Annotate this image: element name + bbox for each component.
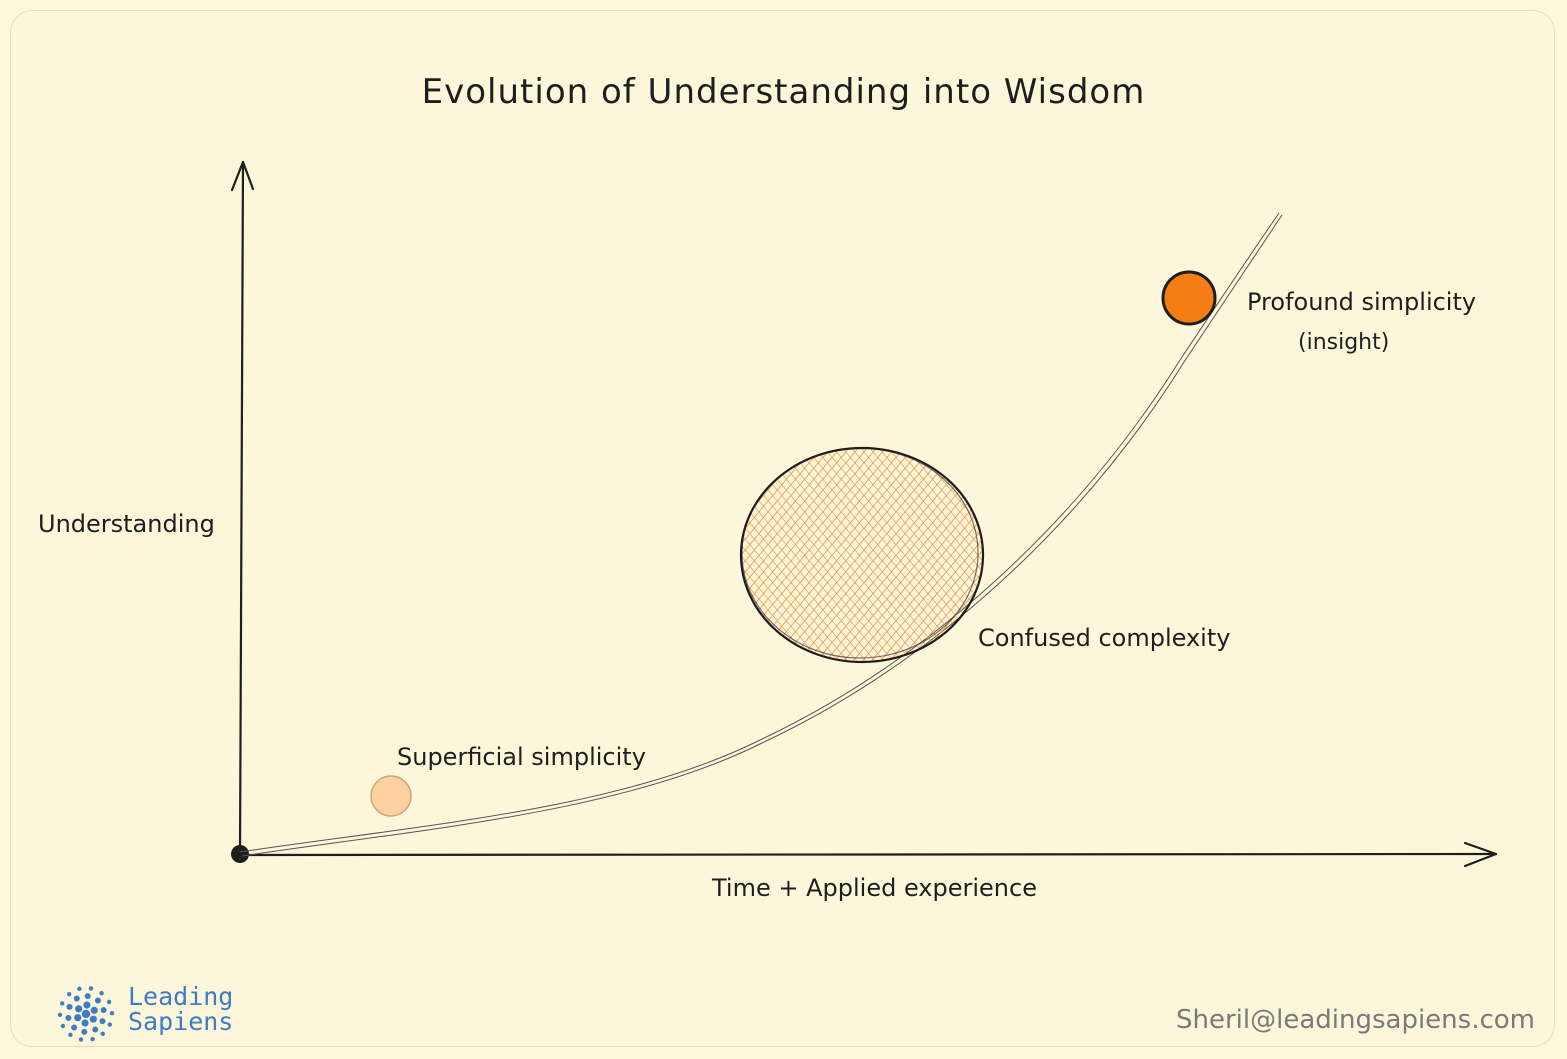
footer-email: Sheril@leadingsapiens.com	[1176, 1005, 1535, 1035]
y-axis-label: Understanding	[38, 510, 215, 538]
x-axis	[238, 841, 1498, 868]
brand-line-1: Leading	[128, 982, 234, 1011]
profound-simplicity-marker	[1161, 270, 1217, 326]
confused-complexity-marker	[739, 446, 985, 664]
origin-point	[231, 845, 249, 863]
y-axis	[230, 160, 255, 857]
leading-sapiens-logo-icon	[57, 986, 115, 1042]
superficial-simplicity-marker	[370, 775, 412, 817]
brand-line-2: Sapiens	[128, 1007, 234, 1036]
brand-wordmark: Leading Sapiens	[128, 984, 233, 1034]
confused-complexity-label: Confused complexity	[978, 624, 1231, 652]
superficial-simplicity-label: Superficial simplicity	[397, 743, 646, 771]
profound-simplicity-sublabel: (insight)	[1298, 330, 1390, 355]
x-axis-label: Time + Applied experience	[712, 874, 1037, 902]
diagram-title: Evolution of Understanding into Wisdom	[421, 72, 1146, 112]
profound-simplicity-label: Profound simplicity	[1247, 288, 1477, 316]
